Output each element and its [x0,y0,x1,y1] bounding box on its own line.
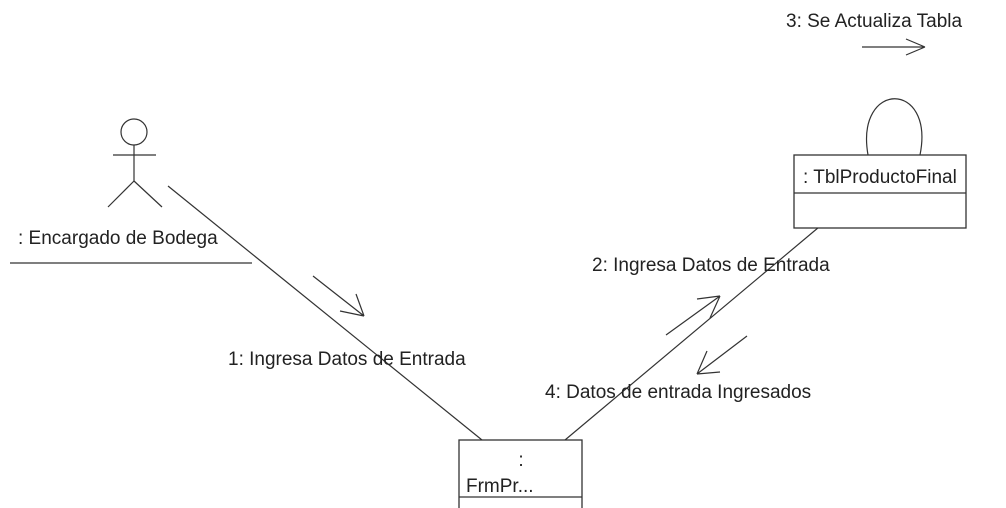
message-2-label: 2: Ingresa Datos de Entrada [592,255,830,276]
actor-label: : Encargado de Bodega [18,228,218,249]
actor-right-leg [133,180,163,208]
object-table-name: : TblProductoFinal [803,167,957,188]
message-4-arrow [696,335,748,375]
self-link-table[interactable] [866,98,923,156]
link-form-to-table[interactable] [564,221,826,441]
object-form-colon: : [518,450,523,471]
message-1-arrow [312,275,365,317]
object-table-box [793,154,967,229]
message-4: 4: Datos de entrada Ingresados [545,335,811,403]
link-actor-to-form[interactable] [167,185,483,441]
object-table[interactable]: : TblProductoFinal [793,154,967,229]
message-2: 2: Ingresa Datos de Entrada [592,255,830,336]
message-2-arrow [665,295,721,336]
message-3-arrow [862,38,926,56]
message-1: 1: Ingresa Datos de Entrada [228,275,466,370]
actor-head [120,118,148,146]
actor-left-leg [107,180,135,208]
message-3: 3: Se Actualiza Tabla [786,11,962,56]
message-1-label: 1: Ingresa Datos de Entrada [228,349,466,370]
message-3-label: 3: Se Actualiza Tabla [786,11,962,32]
actor-encargado-de-bodega[interactable]: : Encargado de Bodega [10,118,252,264]
message-4-label: 4: Datos de entrada Ingresados [545,382,811,403]
object-form[interactable]: : FrmPr... [458,439,583,508]
object-form-name: FrmPr... [466,476,534,497]
